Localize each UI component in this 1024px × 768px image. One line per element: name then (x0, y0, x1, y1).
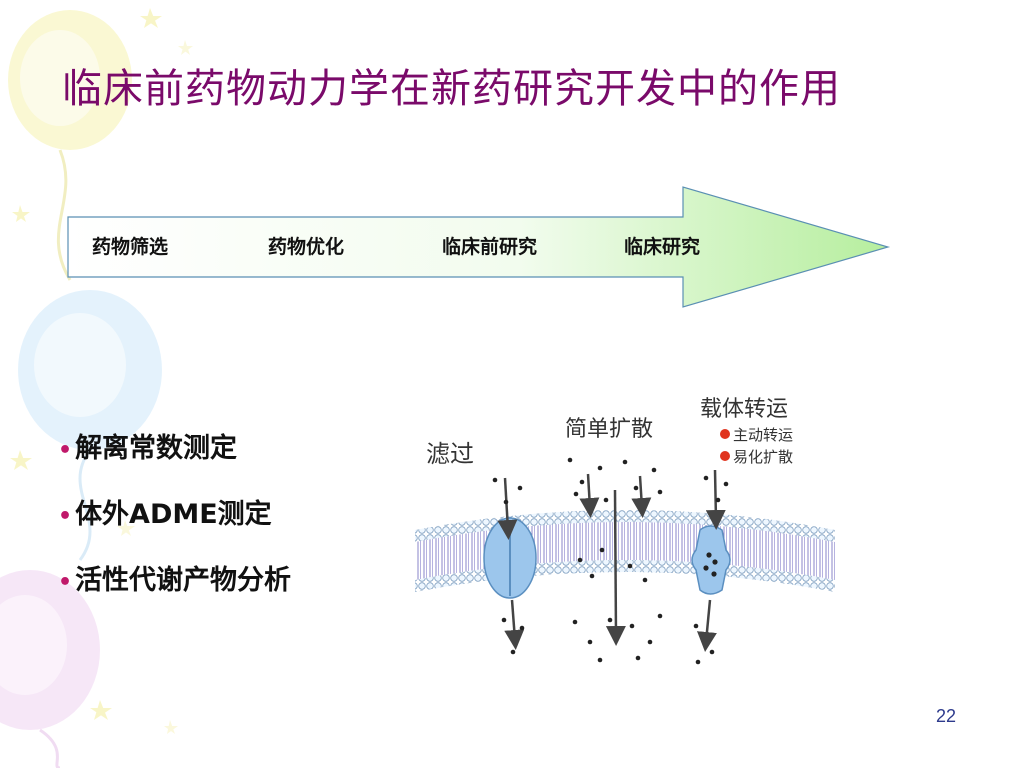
legend-facilitated-diffusion: 易化扩散 (733, 448, 793, 466)
stage-preclinical-research: 临床前研究 (442, 236, 538, 258)
bullet-item: •活性代谢产物分析 (58, 565, 292, 596)
bullet-dot-icon: • (58, 438, 73, 463)
bullet-dot-icon: • (58, 504, 73, 529)
bullet-item: •解离常数测定 (58, 433, 238, 464)
membrane-transport-figure: 滤过 简单扩散 载体转运 主动转运 易化扩散 (415, 397, 835, 665)
stage-drug-screening: 药物筛选 (92, 236, 169, 258)
label-filtration: 滤过 (426, 440, 474, 468)
transport-arrows (497, 469, 726, 652)
stage-drug-optimization: 药物优化 (268, 236, 345, 258)
legend-active-transport: 主动转运 (733, 426, 793, 444)
legend-active-dot-icon (720, 429, 730, 439)
bullet-item: •体外ADME测定 (58, 499, 272, 530)
page-number: 22 (936, 706, 957, 726)
process-arrow-shape (67, 186, 891, 308)
bullet-dot-icon: • (58, 570, 73, 595)
page-title: 临床前药物动力学在新药研究开发中的作用 (62, 66, 841, 112)
label-simple-diffusion: 简单扩散 (565, 417, 653, 442)
membrane-upper-heads (415, 510, 835, 542)
label-carrier-transport: 载体转运 (700, 397, 788, 422)
stage-clinical-research: 临床研究 (624, 236, 701, 258)
molecule-dots (492, 457, 729, 665)
legend-facilitated-dot-icon (720, 451, 730, 461)
bullet-list: •解离常数测定 •体外ADME测定 •活性代谢产物分析 (58, 426, 291, 624)
